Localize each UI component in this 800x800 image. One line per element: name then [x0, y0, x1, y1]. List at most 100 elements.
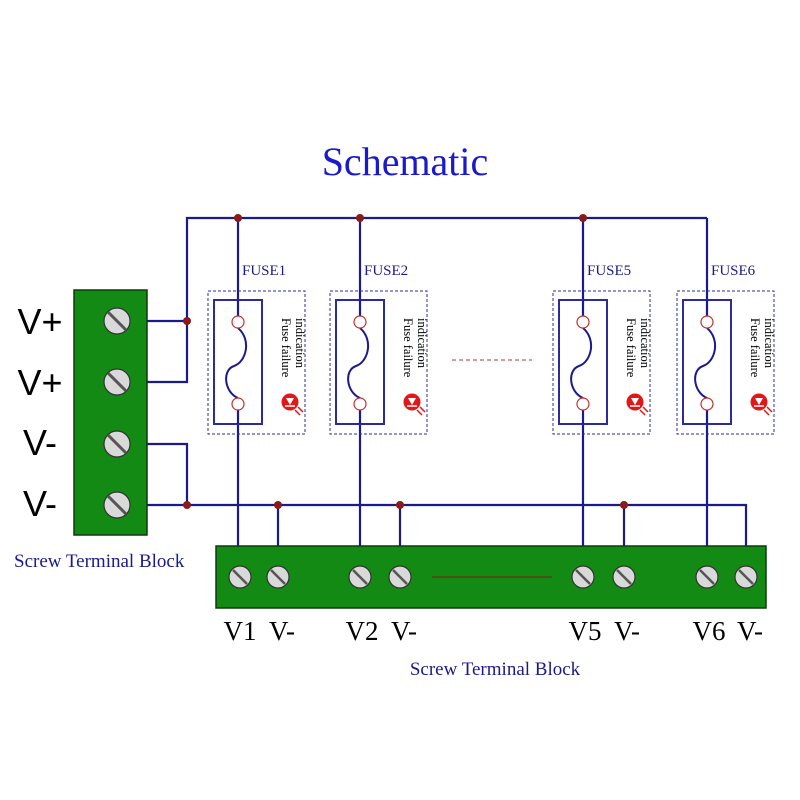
- fuse-contact: [353, 315, 367, 329]
- led-ray: [763, 409, 770, 416]
- fuse-element: [225, 327, 248, 399]
- fuse-indication-line: Fuse failure: [624, 318, 638, 378]
- led-triangle: [755, 398, 763, 405]
- screw-slot: [616, 569, 632, 585]
- screw-slot: [232, 569, 248, 585]
- fuse-label: FUSE5: [587, 263, 631, 279]
- terminal-label-vplus: V+: [17, 301, 62, 342]
- screw-terminal: [571, 565, 595, 589]
- screw-terminal: [612, 565, 636, 589]
- screw-terminal: [228, 565, 252, 589]
- fuse-label: FUSE6: [711, 263, 756, 279]
- fuse-contact: [576, 397, 590, 411]
- channel-label-vminus: V-: [737, 616, 763, 646]
- input-terminal-block: V+ V+ V- V- Screw Terminal Block: [14, 289, 185, 572]
- fuse-indication-line: indication: [638, 318, 652, 369]
- fuse-indication-line: Fuse failure: [279, 318, 293, 378]
- screw-terminal: [103, 307, 131, 335]
- fuse-contact: [700, 397, 714, 411]
- channel-label-vminus: V-: [269, 616, 295, 646]
- input-block-label: Screw Terminal Block: [14, 551, 185, 572]
- junction-node: [620, 501, 628, 509]
- fuse-indication-text: Fuse failureindication: [279, 318, 307, 378]
- led-ray: [766, 406, 773, 413]
- fuse-indication-line: indication: [762, 318, 776, 369]
- wire-vplus-bus: [120, 216, 707, 384]
- fuse-indication-line: Fuse failure: [401, 318, 415, 378]
- led-ray: [639, 409, 646, 416]
- fuse-contact: [353, 397, 367, 411]
- output-terminal-block: [215, 545, 767, 609]
- led-ray: [642, 406, 649, 413]
- screw-slot: [699, 569, 715, 585]
- fuse-indication-line: Fuse failure: [748, 318, 762, 378]
- fuse-label: FUSE1: [242, 263, 286, 279]
- output-screws: [228, 565, 758, 589]
- junction-node: [274, 501, 282, 509]
- channel-label-vminus: V-: [391, 616, 417, 646]
- junction-node: [234, 214, 242, 222]
- led-icon: [626, 393, 649, 416]
- channel-label-v6: V6: [693, 616, 726, 646]
- screw-slot: [106, 494, 128, 516]
- screw-terminal: [388, 565, 412, 589]
- led-icon: [281, 393, 304, 416]
- screw-terminal: [734, 565, 758, 589]
- junction-node: [183, 317, 191, 325]
- led-ray: [297, 406, 304, 413]
- junction-node: [396, 501, 404, 509]
- screw-slot: [106, 433, 128, 455]
- terminal-label-vminus: V-: [23, 483, 57, 524]
- junction-node: [579, 214, 587, 222]
- screw-terminal: [266, 565, 290, 589]
- fuse-contact: [231, 397, 245, 411]
- led-icon: [403, 393, 426, 416]
- screw-slot: [106, 310, 128, 332]
- channel-label-vminus: V-: [614, 616, 640, 646]
- fuse-element: [570, 327, 593, 399]
- fuse-label: FUSE2: [364, 263, 408, 279]
- screw-terminal: [348, 565, 372, 589]
- junction-node: [183, 501, 191, 509]
- channel-label-v2: V2: [346, 616, 379, 646]
- channel-label-v5: V5: [569, 616, 602, 646]
- led-triangle: [286, 398, 294, 405]
- fuse-indication-line: indication: [293, 318, 307, 369]
- led-icon: [750, 393, 773, 416]
- led-triangle: [408, 398, 416, 405]
- led-ray: [294, 409, 301, 416]
- terminal-label-vminus: V-: [23, 422, 57, 463]
- screw-terminal: [103, 491, 131, 519]
- led-triangle: [631, 398, 639, 405]
- screw-slot: [106, 371, 128, 393]
- screw-terminal: [103, 368, 131, 396]
- screw-terminal: [695, 565, 719, 589]
- output-block-label: Screw Terminal Block: [410, 659, 581, 680]
- screw-slot: [392, 569, 408, 585]
- channel-label-v1: V1: [224, 616, 257, 646]
- screw-slot: [270, 569, 286, 585]
- junction-nodes: [183, 214, 628, 509]
- fuse-indication-line: indication: [415, 318, 429, 369]
- terminal-label-vplus: V+: [17, 362, 62, 403]
- fuse-contact: [700, 315, 714, 329]
- screw-slot: [575, 569, 591, 585]
- fuse-indication-text: Fuse failureindication: [401, 318, 429, 378]
- fuse-indication-text: Fuse failureindication: [624, 318, 652, 378]
- fuse-element: [694, 327, 717, 399]
- page-title: Schematic: [322, 139, 489, 184]
- fuse-indication-text: Fuse failureindication: [748, 318, 776, 378]
- screw-slot: [352, 569, 368, 585]
- fuse-contact: [231, 315, 245, 329]
- screw-terminal: [103, 430, 131, 458]
- led-ray: [416, 409, 423, 416]
- fuse-contact: [576, 315, 590, 329]
- screw-slot: [738, 569, 754, 585]
- led-ray: [419, 406, 426, 413]
